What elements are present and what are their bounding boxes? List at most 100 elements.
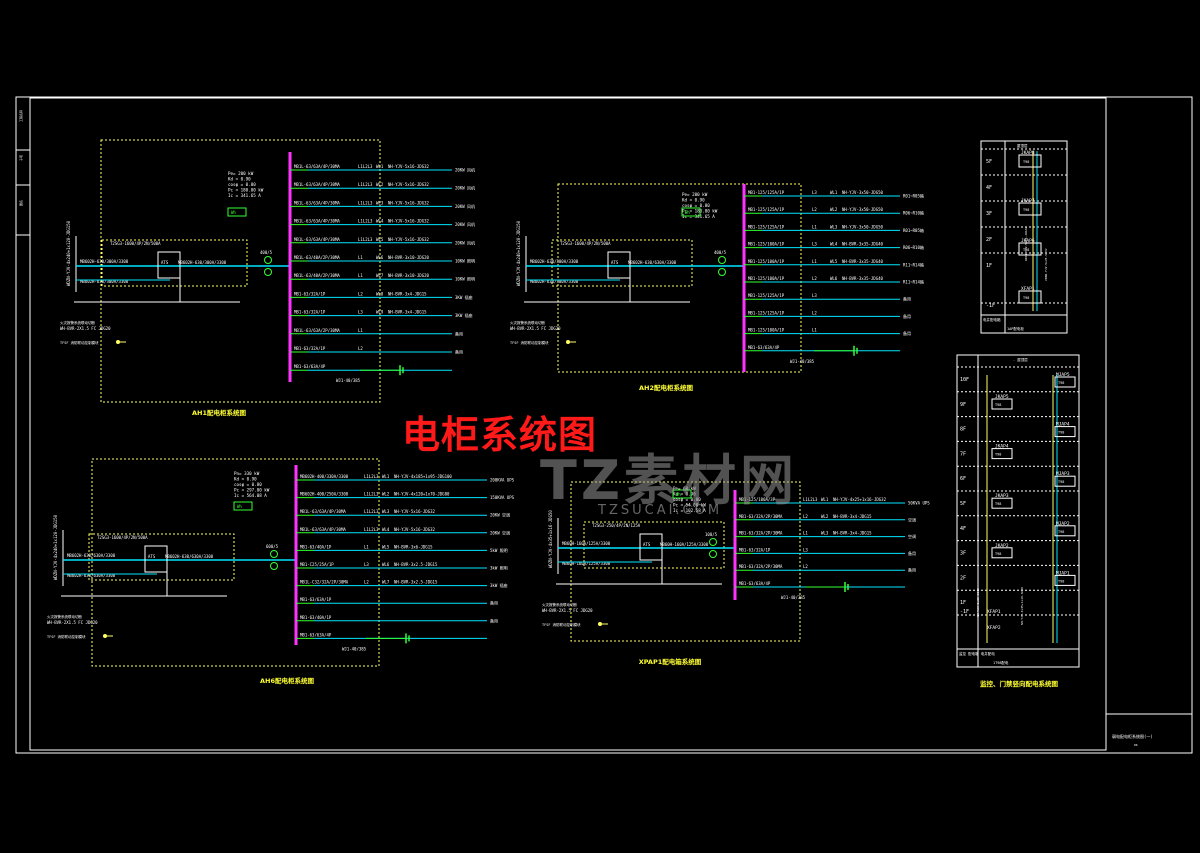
load-parameter: Kd = 0.90 xyxy=(234,477,257,482)
feeder-load: 3kW 照明 xyxy=(490,566,508,571)
feeder-load: 10KW 照明 xyxy=(455,277,475,282)
incoming-cable-label: WDZN-YJV-4x240+1x120-JDG150 xyxy=(53,514,58,580)
box-sub: T98 xyxy=(1023,208,1029,212)
feeder-cable-spec: NH-YJV-3x50-JDG50 xyxy=(842,224,884,229)
feeder-circuit: WL6 xyxy=(382,562,390,567)
feeder-breaker: MB1L-63/40A/2P/30MA xyxy=(294,273,340,278)
sidebar-tag: 工程名称 xyxy=(18,110,23,122)
riser-diagram-2: - 屋顶层10F9F8F7F6F5F4F3F2F1F-1FJKAP5T98JKA… xyxy=(956,354,1080,688)
box-sub: T98 xyxy=(1058,530,1064,534)
ats-label: ATS xyxy=(161,260,169,265)
feeder-phase: L1 xyxy=(358,255,363,260)
feeder-phase: L1 xyxy=(812,224,817,229)
watermark-sub: TZSUCAI.COM xyxy=(598,503,723,518)
main-breaker: MB602H-630/300A/3300 xyxy=(178,260,227,265)
feeder-breaker: MB1-125/125A/1P xyxy=(748,207,785,212)
distribution-box xyxy=(1054,574,1076,586)
feeder-load: 200KVA UPS xyxy=(490,478,515,483)
riser-cable-spec: WDZN-YJV-5x16-JDG32 xyxy=(1024,226,1028,261)
ct-coil xyxy=(709,538,717,546)
feeder-cable-spec: NH-YJV-4x185+1x95-JDG100 xyxy=(394,474,452,479)
aux-breaker-1: MB602H-630/300A/3300 xyxy=(530,259,579,264)
spd-earth-label: WJ1-40/385 xyxy=(781,595,806,600)
sidebar-tag: 子项 xyxy=(18,155,23,161)
feeder-phase: L1L2L3 xyxy=(358,182,373,187)
feeder-circuit: WL6 xyxy=(830,276,838,281)
spd-earth-label: WJ1-40/385 xyxy=(790,359,815,364)
load-parameter: Ic = 564.08 A xyxy=(234,493,267,498)
feeder-breaker: MB1L-C32/32A/2P/30MA xyxy=(300,580,349,585)
ct-coil xyxy=(270,550,278,558)
feeder-load: 备用 xyxy=(490,600,498,606)
feeder-row: MB1-63/63A/4P xyxy=(735,581,905,588)
linkage-cable: WH-BVR-2X1.5 FC JDG20 xyxy=(47,620,98,625)
feeder-breaker: MB1-C25/25A/1P xyxy=(300,562,334,567)
panel-3: WDZN-YJV-4x240+1x120-JDG150 T2SG3-1600/4P… xyxy=(47,458,515,685)
riser-title: 监控、门禁竖向配电系统图 xyxy=(980,679,1059,688)
feeder-phase: L1L2L3 xyxy=(364,509,379,514)
feeder-load: 空调 xyxy=(908,516,916,522)
feeder-phase: L1 xyxy=(812,328,817,333)
feeder-phase: L1 xyxy=(803,531,808,536)
feeder-row: MB1-63/63A/4P xyxy=(290,364,452,371)
box-id: XFAP2 xyxy=(987,625,1001,631)
aux-breaker-2: MB60H-160A/125A/3300 xyxy=(562,561,611,566)
legend-text: 监控 配电箱 电井配电 xyxy=(959,651,995,656)
box-id: XFAP1 xyxy=(1021,286,1035,292)
linkage-cable: WH-BVR-2X1.5 FC JDG20 xyxy=(60,326,111,331)
incoming-cable-label: WDZN-YJV-4x240+1x120-JDG150 xyxy=(66,220,71,286)
feeder-phase: L3 xyxy=(812,190,817,195)
feeder-breaker: MB1-125/125A/1P xyxy=(748,293,785,298)
distribution-box xyxy=(1054,376,1076,388)
aux-breaker-2: MB602H-630/300A/3300 xyxy=(530,279,579,284)
feeder-phase: L1L2L3 xyxy=(803,497,818,502)
linkage-cable: WH-BVR-2X1.5 FC JDG20 xyxy=(542,608,593,613)
feeder-phase: L1L2L3 xyxy=(358,219,373,224)
feeder-breaker: MB1L-63/63A/4P/30MA xyxy=(294,200,340,205)
feeder-load: 50KVA UPS xyxy=(908,501,930,506)
feeder-cable-spec: NH-YJV-5x16-JDG32 xyxy=(394,509,436,514)
riser-header: - 屋顶层 xyxy=(1013,357,1028,362)
feeder-breaker: MB1-63/63A/1P xyxy=(300,597,332,602)
feeder-phase: L2 xyxy=(803,514,808,519)
spd-model: T2SG3-1600/4P/2N/500A xyxy=(97,535,148,540)
aux-breaker-2: MB602H-630/300A/3300 xyxy=(80,279,129,284)
feeder-cable-spec: NH-YJV-3x50-JDG50 xyxy=(842,190,884,195)
load-parameter: Pn= 330 kW xyxy=(234,471,260,476)
distribution-box xyxy=(1054,475,1076,487)
feeder-load: 备用 xyxy=(455,349,463,355)
ats-box xyxy=(144,545,168,573)
feeder-load: R01~R05箱 xyxy=(903,227,924,233)
distribution-box xyxy=(1018,242,1042,256)
panel-boundary xyxy=(100,139,381,403)
feeder-phase: L1 xyxy=(358,328,363,333)
ats-label: ATS xyxy=(148,554,156,559)
floor-label: 1F xyxy=(986,263,992,269)
feeder-load: R01~R05箱 xyxy=(903,193,924,199)
feeder-cable-spec: NH-BVR-3x4-JDG15 xyxy=(388,291,427,296)
feeder-phase: L2 xyxy=(812,276,817,281)
load-parameter: Pe= 200 kW xyxy=(228,171,254,176)
distribution-box xyxy=(991,448,1013,460)
feeder-load: 5kW 照明 xyxy=(490,548,508,553)
fire-linkage-note: 火灾报警系统联动切断 xyxy=(60,320,95,325)
load-parameter: Pc = 54.00 kW xyxy=(673,503,706,508)
legend-text: 1T98配电 xyxy=(993,660,1009,665)
feeder-phase: L2 xyxy=(812,207,817,212)
box-id: JKAP2 xyxy=(995,543,1009,549)
floor-label: 2F xyxy=(960,575,966,581)
feeder-load: R06~R10箱 xyxy=(903,244,924,250)
feeder-phase: L2 xyxy=(812,310,817,315)
feeder-breaker: MB1-63/32A/2P/30MA xyxy=(739,514,783,519)
wh-meter xyxy=(681,207,701,217)
floor-label: 10F xyxy=(960,377,969,383)
riser-cable-spec: NH-YJV-5x16-SC40 xyxy=(976,588,980,617)
feeder-breaker: MB1-63/63A/4P xyxy=(300,632,332,637)
